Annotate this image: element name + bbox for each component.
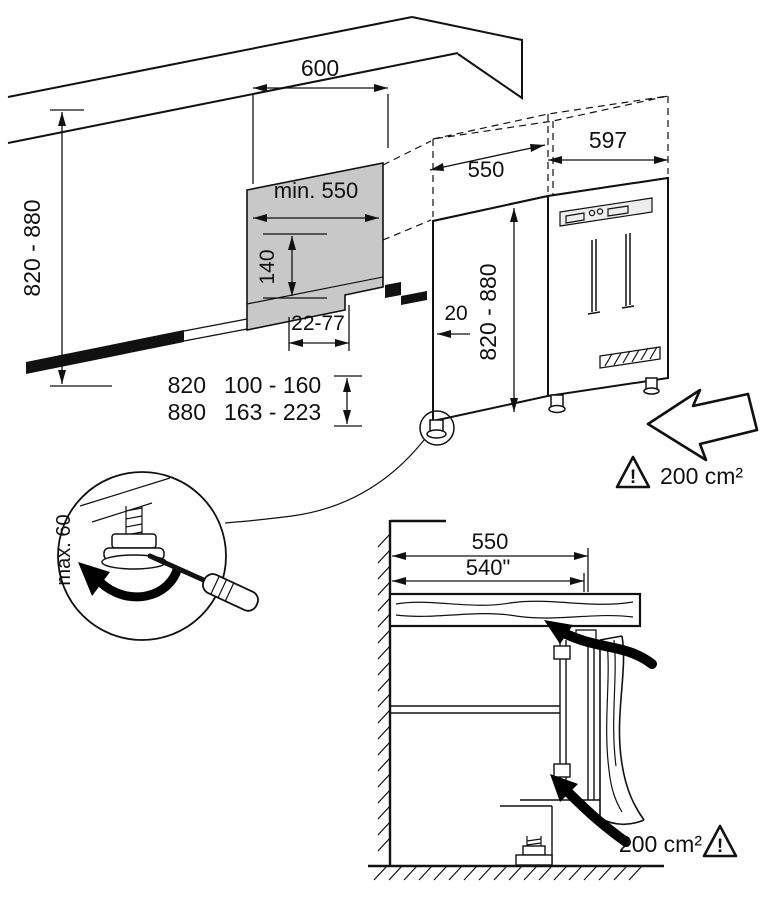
airflow-arrow-top-icon — [561, 629, 657, 669]
wall-hatching — [377, 533, 391, 852]
foot-section-flange — [522, 845, 546, 856]
height-adjustment-table: 820 100 - 160 880 163 - 223 — [168, 372, 322, 425]
foot-base-front — [426, 429, 447, 439]
airflow-arrow-bottom-icon — [563, 787, 631, 847]
plinth-height-label: 140 — [256, 249, 279, 284]
foot-base-mid — [548, 404, 566, 414]
niche-depth-min-label: min. 550 — [274, 178, 358, 203]
control-panel-knob2-icon — [596, 208, 604, 215]
foot-flange — [111, 533, 157, 549]
foot-section-thread — [526, 836, 542, 846]
control-panel — [559, 197, 653, 227]
appliance-depth-label: 550 — [468, 157, 505, 182]
plinth-recess-label: 22-77 — [291, 312, 345, 335]
warning-exclamation-bottom: ! — [717, 836, 723, 857]
dimension-lines — [50, 87, 668, 592]
warning-triangle-icon — [615, 455, 651, 489]
niche-back-panel — [246, 162, 384, 331]
control-panel-knob-icon — [588, 209, 596, 217]
floor-hatching — [373, 865, 643, 881]
airflow-arrowhead-bottom — [550, 774, 578, 802]
appliance-height-label: 820 - 880 — [475, 263, 501, 360]
niche-plinth-lines — [183, 276, 384, 342]
worktop-grain — [395, 600, 634, 619]
counter-edges — [7, 16, 523, 144]
plinth-black-sections — [26, 282, 427, 374]
section-depth-label: 550 — [472, 529, 509, 554]
foot-thread — [125, 506, 143, 536]
screwdriver-shaft — [147, 553, 211, 585]
door-trim-lines — [587, 233, 635, 315]
table-height-880: 880 — [168, 399, 206, 425]
foot-max-label: max. 60 — [53, 514, 75, 585]
niche-width-label: 600 — [301, 55, 339, 81]
section-view: 550 540" 200 cm² ! — [368, 519, 738, 881]
screwdriver-grip — [210, 575, 235, 602]
foot-section — [515, 836, 553, 866]
vent-area-top-label: 200 cm² — [660, 463, 743, 489]
screwdriver-icon — [147, 553, 259, 612]
grille-slats — [604, 346, 658, 367]
ventilation-note-top: ! 200 cm² — [615, 455, 743, 489]
niche — [26, 162, 427, 374]
control-panel-icons — [565, 205, 629, 224]
rear-clearance-label: 20 — [444, 302, 467, 325]
foot-adjustment-detail: max. 60 — [53, 471, 259, 641]
airflow-arrowhead-top — [544, 620, 573, 644]
niche-height-label: 820 - 880 — [19, 199, 45, 296]
table-range-880: 163 - 223 — [224, 399, 321, 425]
worktop-section — [388, 592, 642, 628]
warning-triangle-bottom-icon — [702, 824, 738, 858]
section-panel-depth-label: 540" — [466, 555, 511, 580]
rotation-arrow-icon — [96, 565, 183, 602]
push-direction-arrow-icon — [646, 388, 759, 462]
furniture-panel — [599, 635, 645, 826]
section-wall — [388, 519, 446, 866]
appliance-width-label: 597 — [589, 127, 627, 153]
appliance-door-face — [547, 176, 669, 398]
foot-base-right — [643, 387, 660, 395]
worktop-counter — [7, 16, 523, 144]
vent-area-bottom-label: 200 cm² — [619, 831, 702, 857]
foot-section-base — [515, 854, 553, 866]
foot-detail-callout-circle — [419, 410, 455, 446]
hinge-bottom — [553, 763, 571, 778]
table-range-820: 100 - 160 — [224, 372, 321, 398]
screwdriver-handle — [202, 573, 259, 612]
warning-exclamation: ! — [630, 467, 636, 488]
hinge-top — [553, 645, 571, 660]
appliance — [224, 176, 669, 524]
callout-leader-line — [224, 439, 425, 524]
ventilation-note-bottom: 200 cm² ! — [619, 824, 738, 858]
rotation-arrowhead — [78, 562, 110, 596]
appliance-section-lines — [390, 633, 600, 864]
table-height-820: 820 — [168, 372, 206, 398]
